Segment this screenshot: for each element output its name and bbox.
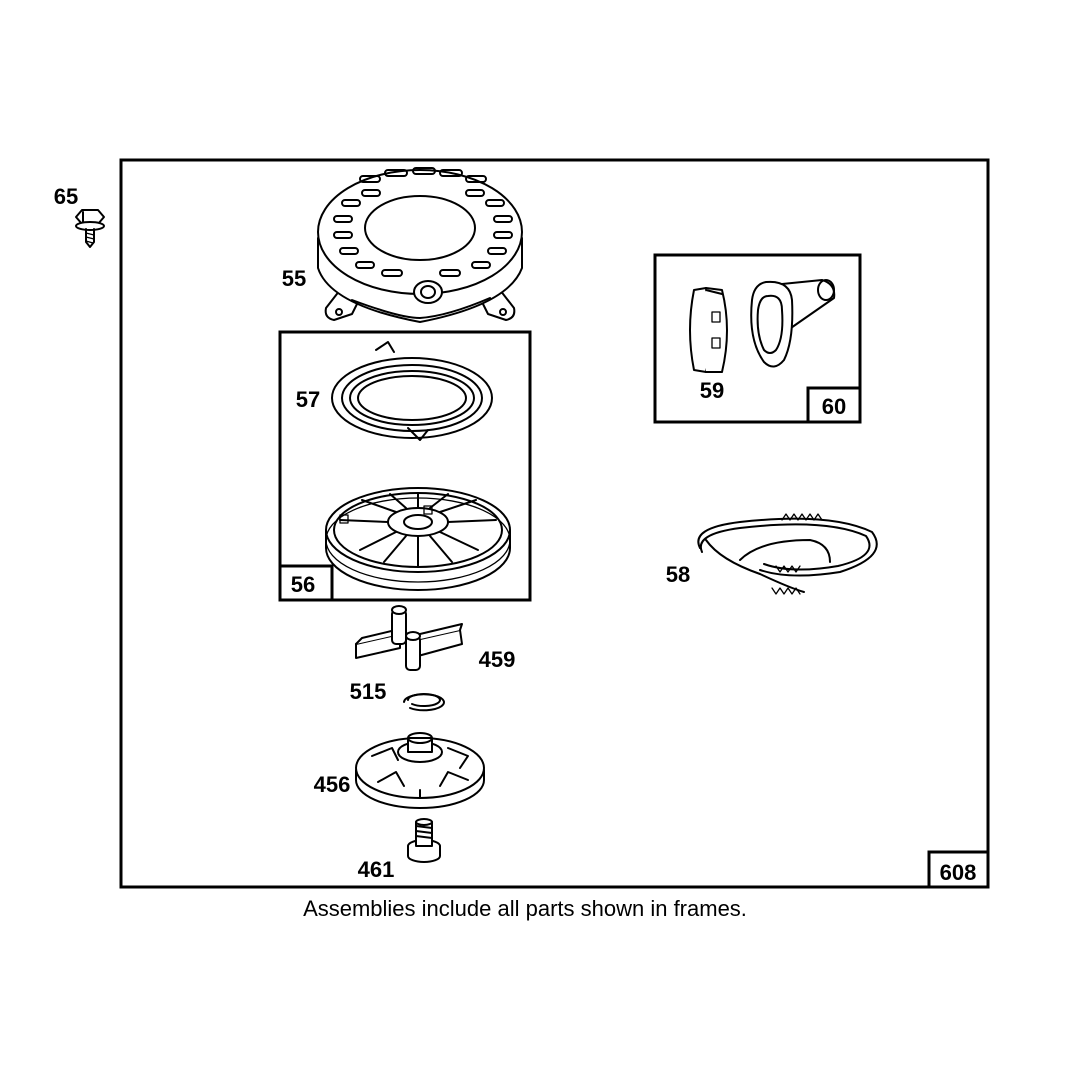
label-58: 58: [666, 562, 690, 587]
pawl-459-drawing: [355, 605, 463, 671]
rewind-spring-57-drawing: [331, 341, 493, 441]
ratchet-456-drawing: [355, 732, 485, 809]
label-65: 65: [54, 184, 78, 209]
pulley-assembly-56-frame: [278, 330, 532, 602]
starter-rope-58-drawing: [697, 513, 878, 595]
label-459: 459: [479, 647, 516, 672]
starter-handle-drawing: [750, 279, 836, 368]
label-55: 55: [282, 266, 306, 291]
handle-insert-59-drawing: [689, 287, 728, 373]
outer-assembly-frame: [119, 158, 990, 889]
label-608: 608: [940, 860, 977, 885]
frames-caption: Assemblies include all parts shown in fr…: [303, 896, 747, 921]
label-461: 461: [358, 857, 395, 882]
label-59: 59: [700, 378, 724, 403]
screw-461-drawing: [407, 818, 441, 863]
pulley-drawing: [325, 487, 511, 591]
screw-65-drawing: [75, 209, 105, 248]
assembly-56-tag: [278, 564, 334, 602]
label-57: 57: [296, 387, 320, 412]
starter-housing-55-drawing: [317, 167, 523, 323]
label-456: 456: [314, 772, 351, 797]
retainer-ring-515-drawing: [403, 693, 445, 712]
assembly-60-tag: [806, 386, 862, 424]
handle-assembly-60-frame: [653, 253, 862, 424]
label-56: 56: [291, 572, 315, 597]
label-60: 60: [822, 394, 846, 419]
label-515: 515: [350, 679, 387, 704]
assembly-608-tag: [927, 850, 990, 889]
